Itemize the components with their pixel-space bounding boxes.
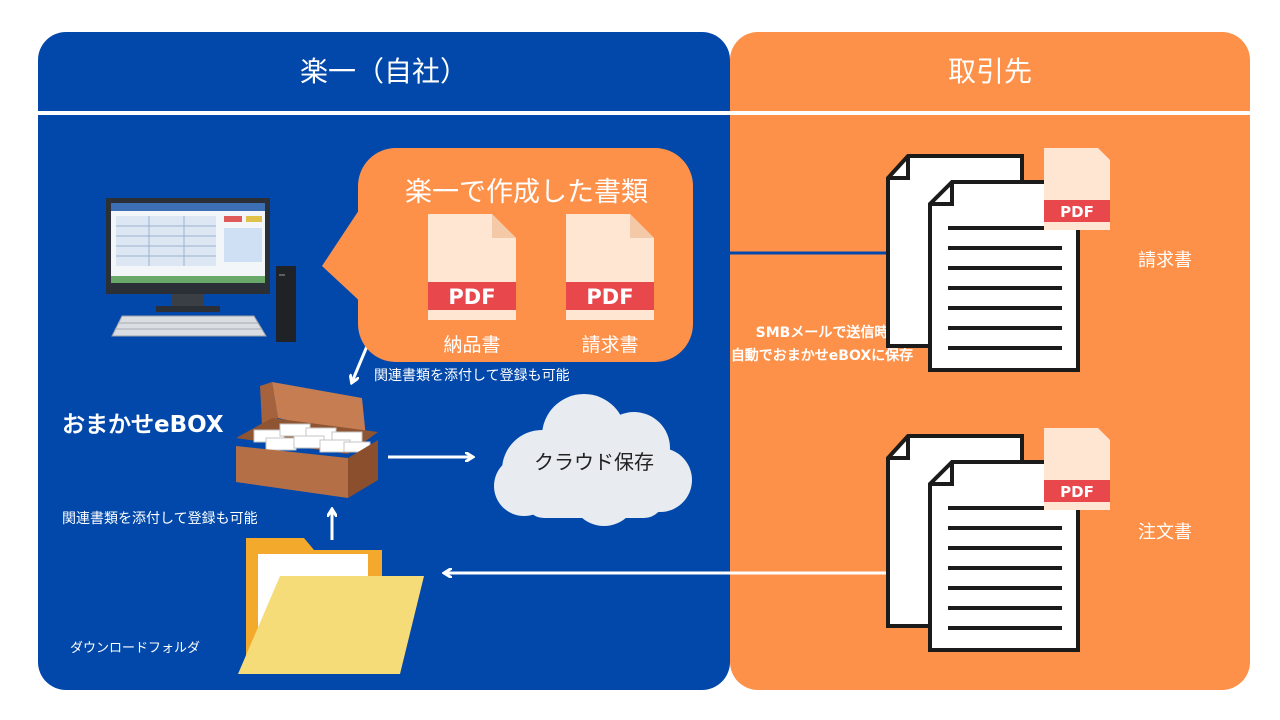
document-stack-icon: PDF — [886, 428, 1110, 652]
ebox-title: おまかせeBOX — [62, 412, 224, 438]
svg-text:PDF: PDF — [1060, 203, 1094, 221]
svg-text:PDF: PDF — [448, 285, 495, 309]
own-company-header: 楽一（自社） — [299, 55, 468, 88]
cloud-label: クラウド保存 — [534, 450, 654, 474]
partner-header: 取引先 — [947, 55, 1032, 88]
header-divider — [38, 111, 1250, 115]
pdf-file-icon: PDF — [428, 214, 516, 320]
svg-text:PDF: PDF — [586, 285, 633, 309]
cloud-icon — [494, 394, 692, 526]
svg-text:PDF: PDF — [1060, 483, 1094, 501]
attach-note-left: 関連書類を添付して登録も可能 — [62, 511, 258, 527]
invoice-label: 請求書 — [581, 334, 639, 356]
attach-note-top: 関連書類を添付して登録も可能 — [374, 368, 570, 384]
computer-icon — [106, 198, 296, 342]
box-icon — [236, 382, 378, 498]
document-stack-icon: PDF — [886, 148, 1110, 372]
delivery-note-label: 納品書 — [443, 334, 501, 356]
smb-note-line1: SMBメールで送信時 — [755, 325, 889, 341]
folder-icon — [238, 538, 424, 674]
bubble-title: 楽一で作成した書類 — [405, 177, 648, 208]
partner-order-label: 注文書 — [1138, 522, 1192, 543]
partner-invoice-label: 請求書 — [1138, 250, 1192, 271]
smb-note-line2: 自動でおまかせeBOXに保存 — [730, 348, 914, 364]
folder-label: ダウンロードフォルダ — [70, 641, 201, 656]
smb-note: SMBメールで送信時 自動でおまかせeBOXに保存 — [704, 322, 940, 368]
pdf-file-icon: PDF — [566, 214, 654, 320]
